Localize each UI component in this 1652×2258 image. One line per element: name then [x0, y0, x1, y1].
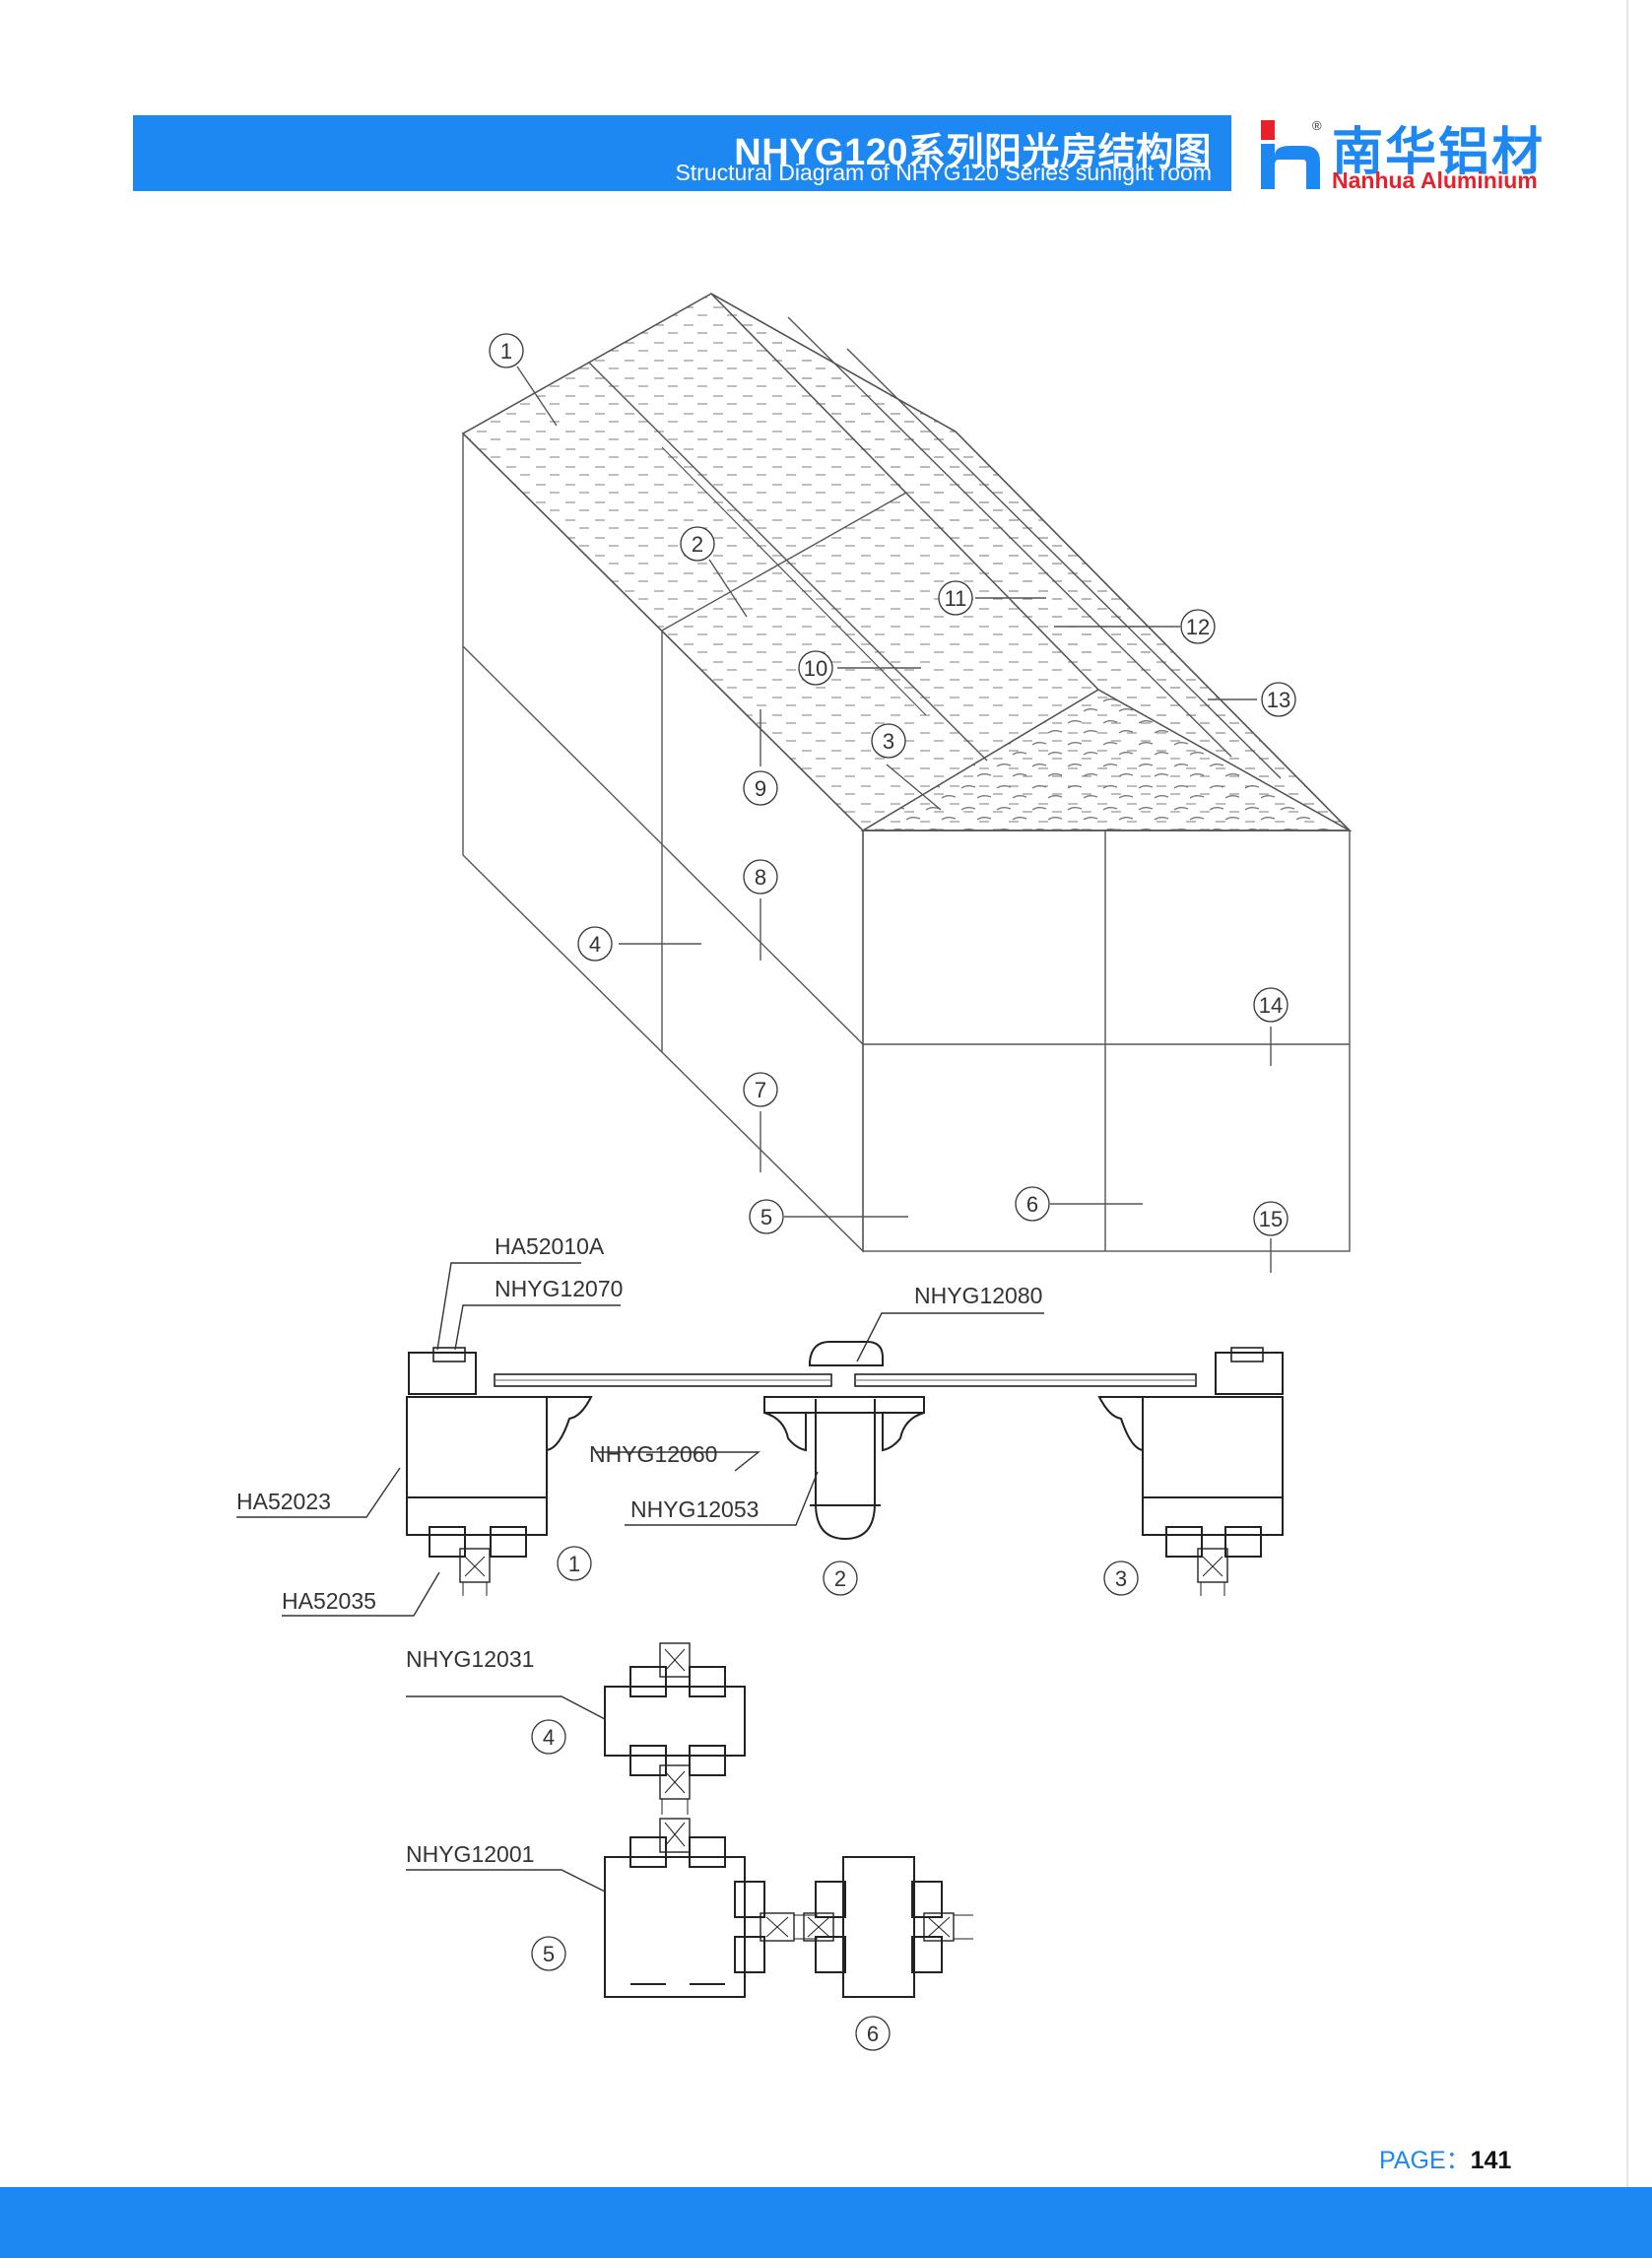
- section-6-profile: [803, 1856, 973, 1998]
- isometric-view: [461, 293, 1353, 1273]
- callout-13: 13: [1261, 682, 1296, 717]
- label-ha52010a: HA52010A: [495, 1233, 605, 1259]
- svg-text:11: 11: [945, 586, 967, 611]
- registered-mark: ®: [1312, 118, 1322, 133]
- page-number: PAGE：141: [1379, 2141, 1511, 2176]
- logo-mark-icon: [1261, 120, 1320, 189]
- svg-text:3: 3: [883, 729, 894, 754]
- page-number-value: 141: [1470, 2147, 1512, 2174]
- svg-text:1: 1: [568, 1552, 580, 1576]
- callout-8: 8: [743, 859, 778, 895]
- svg-text:7: 7: [755, 1078, 766, 1102]
- svg-text:1: 1: [500, 339, 512, 364]
- section-4-profile: [604, 1642, 746, 1815]
- section-3-profile: [1097, 1347, 1284, 1596]
- company-logo: ® 南华铝材 Nanhua Aluminium: [1261, 116, 1547, 195]
- label-ha52023: HA52023: [236, 1489, 331, 1514]
- section-number-5: 5: [531, 1936, 566, 1971]
- label-ha52035: HA52035: [282, 1588, 376, 1614]
- svg-text:5: 5: [543, 1942, 555, 1966]
- label-nhyg12070: NHYG12070: [495, 1276, 623, 1301]
- svg-text:5: 5: [760, 1205, 772, 1229]
- section-number-3: 3: [1103, 1561, 1139, 1596]
- section-1-profile: [406, 1347, 832, 1596]
- callouts: 1 2 3 4 5 6 7 8 9 10 11 12 13 14 15: [489, 333, 1296, 1236]
- svg-text:2: 2: [692, 532, 703, 557]
- logo-name-cn: 南华铝材: [1332, 124, 1546, 181]
- callout-5: 5: [749, 1199, 784, 1234]
- page-subtitle: Structural Diagram of NHYG120 Series sun…: [675, 160, 1212, 185]
- svg-text:6: 6: [867, 2022, 879, 2046]
- callout-15: 15: [1253, 1201, 1289, 1236]
- part-labels: HA52010A NHYG12070 NHYG12080 NHYG12060 H…: [236, 1233, 1042, 1867]
- label-nhyg12080: NHYG12080: [914, 1283, 1042, 1308]
- svg-text:8: 8: [755, 865, 766, 890]
- callout-11: 11: [938, 580, 973, 616]
- label-nhyg12060: NHYG12060: [589, 1441, 717, 1467]
- svg-text:9: 9: [755, 776, 766, 801]
- callout-9: 9: [743, 770, 778, 806]
- svg-text:4: 4: [589, 932, 601, 957]
- callout-12: 12: [1180, 609, 1216, 644]
- section-number-4: 4: [531, 1719, 566, 1755]
- page-label: PAGE：: [1379, 2147, 1471, 2174]
- callout-1: 1: [489, 333, 524, 368]
- page-title: NHYG120系列阳光房结构图: [734, 132, 1212, 173]
- header-banner: NHYG120系列阳光房结构图 Structural Diagram of NH…: [133, 115, 1231, 191]
- label-nhyg12001: NHYG12001: [406, 1841, 534, 1867]
- logo-name-en: Nanhua Aluminium: [1332, 167, 1538, 193]
- svg-text:2: 2: [834, 1566, 846, 1591]
- svg-text:3: 3: [1115, 1566, 1127, 1591]
- callout-10: 10: [798, 650, 833, 686]
- section-5-profile: [604, 1818, 818, 1998]
- section-number-6: 6: [855, 2016, 891, 2051]
- section-numbers: 1 2 3 4 5 6: [531, 1546, 1139, 2051]
- svg-text:10: 10: [804, 656, 827, 681]
- section-number-2: 2: [823, 1561, 858, 1596]
- svg-text:14: 14: [1259, 993, 1283, 1018]
- callout-4: 4: [577, 926, 613, 962]
- label-nhyg12031: NHYG12031: [406, 1646, 534, 1672]
- svg-text:13: 13: [1267, 688, 1290, 712]
- svg-text:6: 6: [1026, 1192, 1038, 1217]
- svg-text:12: 12: [1186, 615, 1210, 639]
- section-number-1: 1: [557, 1546, 592, 1581]
- callout-7: 7: [743, 1072, 778, 1107]
- callout-3: 3: [871, 723, 906, 759]
- part-leaders: [236, 1262, 1044, 1893]
- callout-14: 14: [1253, 987, 1289, 1023]
- callout-2: 2: [680, 526, 715, 562]
- svg-text:15: 15: [1259, 1207, 1283, 1231]
- section-details: [406, 1341, 1284, 1998]
- svg-text:4: 4: [543, 1725, 555, 1750]
- label-nhyg12053: NHYG12053: [630, 1496, 759, 1522]
- footer-bar: [0, 2187, 1652, 2258]
- callout-6: 6: [1015, 1186, 1050, 1222]
